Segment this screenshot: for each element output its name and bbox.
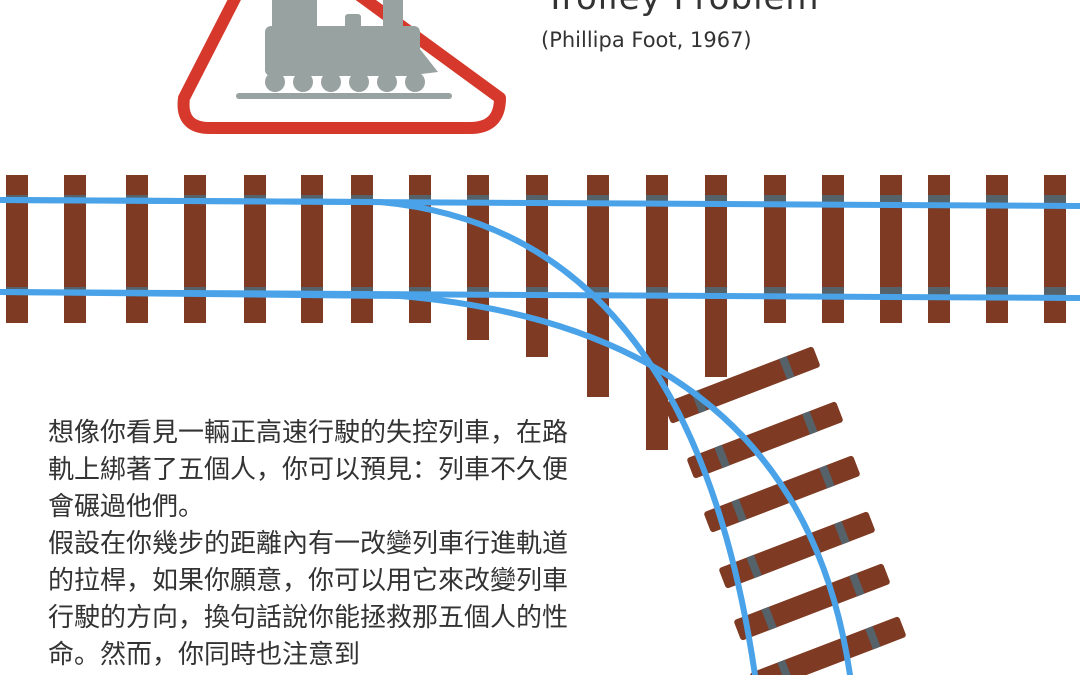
- sleeper-band: [819, 465, 835, 489]
- straight-sleeper: [764, 175, 786, 323]
- sleeper-band: [802, 411, 818, 435]
- paragraph-1: 想像你看見一輛正高速行駛的失控列車，在路軌上綁著了五個人，你可以預見：列車不久便…: [48, 418, 569, 522]
- page-title: Trolley Problem: [545, 0, 820, 18]
- sleeper-band: [746, 554, 762, 579]
- sleeper-band: [646, 195, 668, 203]
- curve-sleeper-body: [687, 401, 843, 479]
- curve-sleeper: [704, 455, 860, 533]
- train-warning-sign-icon: [177, 0, 506, 134]
- body-text: 想像你看見一輛正高速行駛的失控列車，在路軌上綁著了五個人，你可以預見：列車不久便…: [48, 415, 588, 674]
- straight-sleeper: [409, 175, 431, 323]
- straight-sleeper: [301, 175, 323, 323]
- sleeper-band: [731, 498, 747, 523]
- sleeper-band: [705, 287, 727, 295]
- sleeper-band: [467, 287, 489, 295]
- sleeper-band: [880, 195, 902, 203]
- sleeper-band: [928, 287, 950, 295]
- straight-sleeper: [351, 175, 373, 323]
- curve-sleeper: [687, 401, 843, 479]
- sleeper-band: [822, 195, 844, 203]
- sleeper-band: [409, 195, 431, 203]
- sleeper-band: [705, 195, 727, 203]
- sleeper-band: [526, 195, 548, 203]
- straight-sleeper: [587, 175, 609, 397]
- sleeper-band: [834, 521, 850, 545]
- sleeper-band: [587, 287, 609, 295]
- straight-sleeper: [467, 175, 489, 340]
- straight-sleeper: [822, 175, 844, 323]
- sleeper-band: [1044, 195, 1066, 203]
- sleeper-band: [1044, 287, 1066, 295]
- curve-sleeper: [734, 563, 890, 641]
- sleeper-band: [764, 195, 786, 203]
- rail: [0, 197, 758, 675]
- sleeper-band: [526, 287, 548, 295]
- sleeper-band: [351, 287, 373, 295]
- sleeper-band: [865, 626, 881, 650]
- curve-sleeper: [750, 616, 906, 675]
- sleeper-band: [409, 287, 431, 295]
- sleeper-band: [986, 287, 1008, 295]
- straight-sleeper: [1044, 175, 1066, 323]
- curve-sleeper: [719, 511, 875, 589]
- sleeper-band: [880, 287, 902, 295]
- curve-sleeper-body: [704, 455, 860, 533]
- straight-sleeper: [184, 175, 206, 323]
- sleeper-band: [822, 287, 844, 295]
- straight-sleeper: [64, 175, 86, 323]
- straight-sleeper: [928, 175, 950, 323]
- sleeper-band: [928, 195, 950, 203]
- sleeper-band: [587, 195, 609, 203]
- sleeper-band: [777, 659, 793, 675]
- page-subtitle: (Phillipa Foot, 1967): [541, 28, 752, 52]
- track-rails: [0, 197, 1080, 675]
- sleeper-band: [714, 444, 730, 469]
- sleeper-band: [764, 287, 786, 295]
- sleeper-band: [849, 573, 865, 597]
- straight-sleeper: [526, 175, 548, 357]
- sleeper-band: [467, 195, 489, 203]
- straight-sleeper: [646, 175, 668, 450]
- sleeper-band: [986, 195, 1008, 203]
- straight-sleeper: [880, 175, 902, 323]
- sleeper-band: [761, 606, 777, 631]
- straight-sleeper: [126, 175, 148, 323]
- sleeper-band: [646, 287, 668, 295]
- rail: [0, 289, 853, 675]
- straight-sleeper: [705, 175, 727, 377]
- straight-sleeper: [244, 175, 266, 323]
- locomotive-icon: [236, 0, 452, 99]
- straight-sleeper: [6, 175, 28, 323]
- sleeper-band: [779, 356, 795, 380]
- straight-sleeper: [986, 175, 1008, 323]
- paragraph-2: 假設在你幾步的距離內有一改變列車行進軌道的拉桿，如果你願意，你可以用它來改變列車…: [48, 529, 569, 670]
